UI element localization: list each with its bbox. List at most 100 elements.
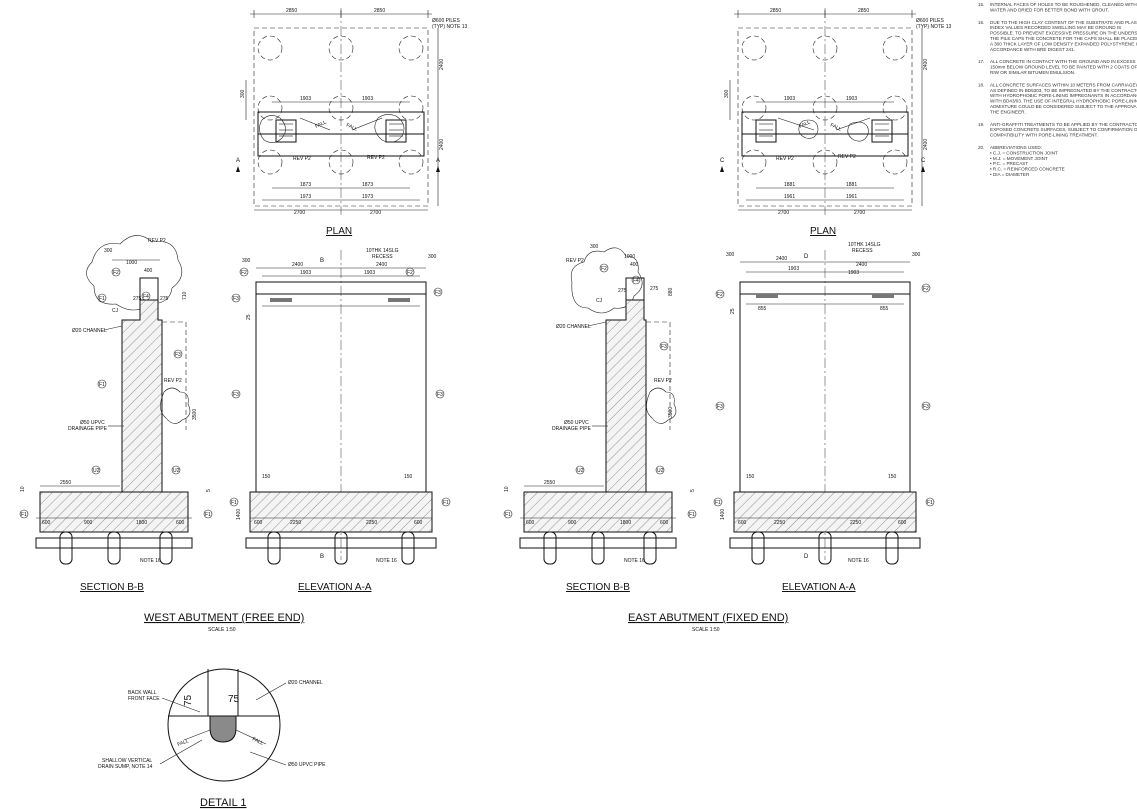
elev-w-d1903a: 1903 bbox=[300, 270, 311, 276]
sec-w-pipe-1: Ø50 UPVC bbox=[80, 420, 105, 426]
elev-w-d1400: 1400 bbox=[236, 509, 242, 520]
elev-e-d25: 25 bbox=[730, 308, 736, 314]
sec-w-b600b: 600 bbox=[176, 520, 185, 526]
elev-w-b600b: 600 bbox=[414, 520, 423, 526]
plan-e-inner-top-2: 1903 bbox=[846, 96, 857, 102]
elev-e-section-mark-top: D bbox=[804, 254, 809, 260]
note-number: 16. bbox=[978, 20, 984, 25]
sec-e-b900: 900 bbox=[568, 520, 577, 526]
sec-w-d300: 300 bbox=[104, 248, 113, 254]
plan-w-side-right-bottom: 2400 bbox=[439, 139, 445, 150]
sec-w-d710: 710 bbox=[182, 291, 188, 300]
elev-w-d2400b: 2400 bbox=[376, 262, 387, 268]
note-line: WATER AND DRIED FOR BETTER BOND WITH GRO… bbox=[990, 7, 1109, 12]
plan-e-rev-2: REV P2 bbox=[838, 154, 856, 160]
elev-e-d855a: 855 bbox=[758, 306, 767, 312]
general-notes: 15.INTERNAL FACES OF HOLES TO BE ROUGHEN… bbox=[978, 2, 1137, 177]
elev-w-d25: 25 bbox=[246, 314, 252, 320]
sec-w-d1000: 1000 bbox=[126, 260, 137, 266]
plan-w-section-mark-right: A bbox=[436, 158, 440, 164]
elev-w-d300b: 300 bbox=[428, 254, 437, 260]
sec-e-marker-5: U2 bbox=[657, 468, 664, 474]
plan-e-inner-bottom-1: 1881 bbox=[784, 182, 795, 188]
detail-fall-1: FALL bbox=[177, 738, 190, 748]
plan-w-inner-top-1: 1903 bbox=[300, 96, 311, 102]
elev-w-note: NOTE 16 bbox=[376, 558, 397, 564]
plan-e-label: PLAN bbox=[810, 226, 836, 237]
sec-w-d400: 400 bbox=[144, 268, 153, 274]
elevation-west: 300 300 2400 2400 1903 1903 10THK 14SLG … bbox=[229, 248, 451, 593]
elev-w-b2250a: 2250 bbox=[290, 520, 301, 526]
plan-w-overall-bottom-2: 2700 bbox=[370, 210, 381, 216]
elev-w-marker-1: F2 bbox=[241, 270, 247, 276]
note-line: 150mm BELOW GROUND LEVEL TO BE PAINTED W… bbox=[990, 65, 1137, 70]
plan-w-rev-2: REV P2 bbox=[367, 155, 385, 161]
sec-e-marker-2: F4 bbox=[633, 278, 639, 284]
plan-w-overall-bottom-1: 2700 bbox=[294, 210, 305, 216]
elev-w-section-mark-bottom: B bbox=[320, 554, 324, 560]
note-number: 15. bbox=[978, 2, 984, 7]
sec-w-marker-6: U2 bbox=[93, 468, 100, 474]
sec-e-label: SECTION B-B bbox=[566, 582, 630, 593]
sec-w-marker-4: F3 bbox=[175, 352, 181, 358]
elev-w-d1903b: 1903 bbox=[364, 270, 375, 276]
elev-e-marker-3: F3 bbox=[717, 404, 723, 410]
plan-west: 2850 2850 Ø600 PILES (TYP) NOTE 13 FALL … bbox=[236, 8, 468, 237]
plan-w-label: PLAN bbox=[326, 226, 352, 237]
plan-e-pile-note-1: Ø600 PILES bbox=[916, 18, 944, 24]
elev-e-section-mark-bottom: D bbox=[804, 554, 809, 560]
note-line: WITH HYDROPHOBIC PORE-LINING IMPREGNANTS… bbox=[990, 93, 1137, 98]
elev-e-label: ELEVATION A-A bbox=[782, 582, 856, 593]
detail-fall-2: FALL bbox=[251, 736, 264, 746]
section-west: REV P2 300 1000 400 275 275 710 CJ Ø20 C… bbox=[19, 235, 213, 593]
elev-e-b2250a: 2250 bbox=[774, 520, 785, 526]
elev-e-b2250b: 2250 bbox=[850, 520, 861, 526]
sec-e-d880: 880 bbox=[668, 287, 674, 296]
sec-w-b1800: 1800 bbox=[136, 520, 147, 526]
sec-w-label: SECTION B-B bbox=[80, 582, 144, 593]
note-line: POSSIBLE. TO PREVENT EXCESSIVE PRESSURE … bbox=[990, 31, 1137, 36]
sec-w-marker-8: F1 bbox=[21, 512, 27, 518]
elev-w-marker-3: F3 bbox=[233, 296, 239, 302]
note-line: ALL CONCRETE SURFACES WITHIN 10 METERS F… bbox=[990, 82, 1137, 87]
plan-w-dim-top-2: 2850 bbox=[374, 8, 385, 14]
note-line: EXPOSED CONCRETE SURFACES, SUBJECT TO CO… bbox=[990, 127, 1137, 132]
elev-w-section-mark-top: B bbox=[320, 258, 324, 264]
sec-w-d10: 10 bbox=[20, 486, 26, 492]
elev-e-d1903b: 1903 bbox=[848, 270, 859, 276]
sec-e-rev-2: REV P2 bbox=[654, 378, 672, 384]
note-line: RIW OR SIMILAR BITUMEN EMULSION. bbox=[990, 70, 1075, 75]
sec-w-note: NOTE 16 bbox=[140, 558, 161, 564]
sec-w-d3500: 3500 bbox=[192, 409, 198, 420]
sec-e-pipe-1: Ø50 UPVC bbox=[564, 420, 589, 426]
elev-e-b600b: 600 bbox=[898, 520, 907, 526]
detail-backwall-2: FRONT FACE bbox=[128, 696, 160, 702]
sec-e-d3500: 3500 bbox=[668, 407, 674, 418]
sec-e-d275b: 275 bbox=[650, 286, 659, 292]
sec-w-cj: CJ bbox=[112, 308, 119, 314]
sec-e-d5: 5 bbox=[690, 489, 696, 492]
elev-w-d2400a: 2400 bbox=[292, 262, 303, 268]
sec-w-d5: 5 bbox=[206, 489, 212, 492]
elev-e-note: NOTE 16 bbox=[848, 558, 869, 564]
plan-e-dim-top-2: 2850 bbox=[858, 8, 869, 14]
elev-w-marker-5: F3 bbox=[233, 392, 239, 398]
sec-e-marker-4: U2 bbox=[577, 468, 584, 474]
sec-e-marker-1: F2 bbox=[601, 266, 607, 272]
sec-e-marker-7: F1 bbox=[689, 512, 695, 518]
plan-e-rev-1: REV P2 bbox=[776, 156, 794, 162]
plan-e-fall-1: FALL bbox=[798, 119, 811, 129]
sec-e-cj: CJ bbox=[596, 298, 603, 304]
detail-sump-2: DRAIN SUMP, NOTE 14 bbox=[98, 764, 153, 770]
plan-w-side-right-top: 2400 bbox=[439, 59, 445, 70]
sec-e-d300: 300 bbox=[590, 244, 599, 250]
note-line: ANTI-GRAFFITI TREATMENTS TO BE APPLIED B… bbox=[990, 122, 1137, 127]
plan-e-inner-top-1: 1903 bbox=[784, 96, 795, 102]
elev-e-d2400a: 2400 bbox=[776, 256, 787, 262]
elevation-east: 300 300 2400 2400 1903 1903 10THK 14SLG … bbox=[713, 242, 935, 593]
elev-w-recess-2: RECESS bbox=[372, 254, 393, 260]
sec-e-marker-3: F3 bbox=[661, 344, 667, 350]
plan-w-dim-top-1: 2850 bbox=[286, 8, 297, 14]
sec-e-b600a: 600 bbox=[526, 520, 535, 526]
